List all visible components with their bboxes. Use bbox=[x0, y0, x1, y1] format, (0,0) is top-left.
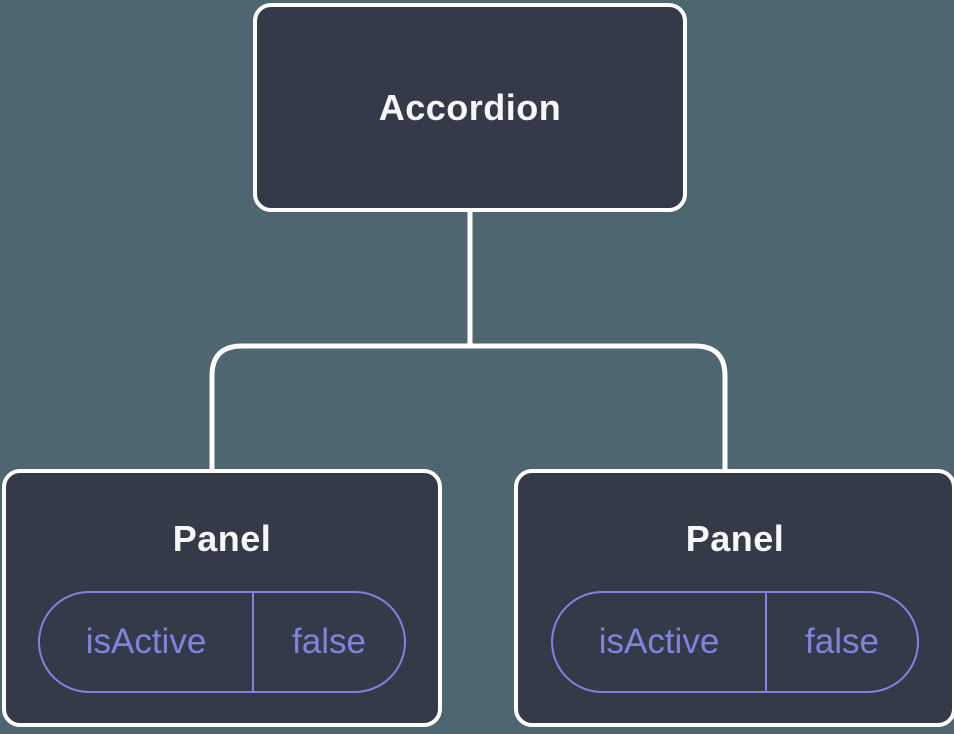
node-panel-2: Panel isActive false bbox=[514, 469, 954, 727]
panel-1-state-name: isActive bbox=[85, 622, 207, 661]
node-panel-1: Panel isActive false bbox=[2, 469, 442, 727]
accordion-label: Accordion bbox=[378, 86, 562, 128]
panel-2-state-name: isActive bbox=[598, 622, 720, 661]
branch-bracket-line bbox=[209, 343, 728, 470]
panel-1-state-value: false bbox=[252, 593, 404, 691]
panel-2-state-value: false bbox=[765, 593, 917, 691]
panel-1-state-pill: isActive false bbox=[38, 591, 406, 693]
panel-2-state-pill: isActive false bbox=[551, 591, 919, 693]
panel-1-label: Panel bbox=[172, 518, 272, 559]
node-accordion: Accordion bbox=[253, 3, 687, 212]
panel-2-label: Panel bbox=[685, 518, 785, 559]
